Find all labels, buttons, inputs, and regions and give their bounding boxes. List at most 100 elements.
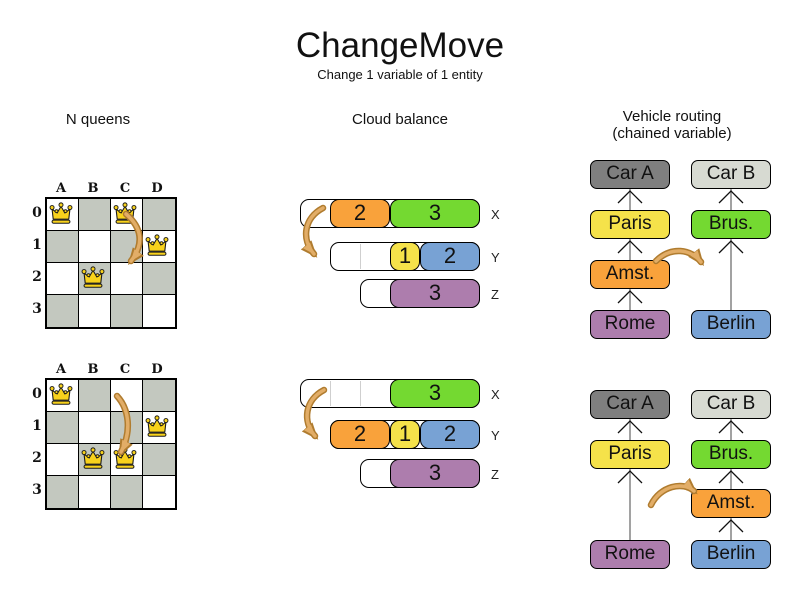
chain-arrowhead-chevron: [617, 470, 643, 484]
board-cell-C2: [111, 263, 143, 295]
board-column-label-D: D: [151, 181, 163, 196]
cloud-computer-label-X: X: [491, 387, 500, 402]
board-cell-B3: [79, 295, 111, 327]
vehicle-box-rome: Rome: [590, 310, 670, 339]
vehicle-box-carb: Car B: [691, 160, 771, 189]
board-cell-C1: [111, 231, 143, 263]
board-cell-B3: [79, 476, 111, 508]
vehicle-box-cara: Car A: [590, 160, 670, 189]
board-grid: [45, 378, 177, 510]
board-cell-D2: [143, 263, 175, 295]
board-column-label-A: A: [55, 362, 67, 377]
board-cell-D0: [143, 199, 175, 231]
section-label-vehicle-line2: (chained variable): [612, 125, 732, 142]
board-cell-A0: [47, 199, 79, 231]
board-cell-A3: [47, 295, 79, 327]
board-column-label-D: D: [151, 362, 163, 377]
board-cell-D3: [143, 295, 175, 327]
cloud-computer-label-Z: Z: [491, 287, 499, 302]
section-label-nqueens: N queens: [65, 111, 131, 128]
cloud-process-block: 2: [330, 199, 390, 228]
chain-arrowhead-chevron: [718, 190, 744, 204]
board-cell-A3: [47, 476, 79, 508]
board-cell-A0: [47, 380, 79, 412]
vehicle-box-berlin: Berlin: [691, 310, 771, 339]
queen-icon: [111, 446, 139, 470]
cloud-capacity-divider: [330, 381, 331, 406]
board-cell-D0: [143, 380, 175, 412]
chain-arrowhead-chevron: [617, 420, 643, 434]
board-cell-C3: [111, 476, 143, 508]
queen-crown: [81, 447, 105, 469]
board-cell-A2: [47, 263, 79, 295]
board-row-label-1: 1: [32, 418, 42, 434]
queen-crown: [81, 266, 105, 288]
board-row-label-2: 2: [32, 269, 42, 285]
queen-crown: [49, 383, 73, 405]
board-cell-D3: [143, 476, 175, 508]
section-label-cloud: Cloud balance: [352, 111, 448, 128]
cloud-computer-label-Y: Y: [491, 428, 500, 443]
vehicle-box-cara: Car A: [590, 390, 670, 419]
board-row-label-3: 3: [32, 482, 42, 498]
board-cell-C1: [111, 412, 143, 444]
board-row-label-0: 0: [32, 205, 42, 221]
queen-icon: [111, 201, 139, 225]
board-cell-C0: [111, 380, 143, 412]
vehicle-box-rome: Rome: [590, 540, 670, 569]
chain-arrowhead-chevron: [718, 470, 744, 484]
cloud-process-block: 3: [390, 459, 480, 488]
board-column-label-B: B: [87, 362, 99, 377]
cloud-capacity-divider: [360, 381, 361, 406]
queen-icon: [79, 265, 107, 289]
queen-crown: [49, 202, 73, 224]
queen-crown: [113, 202, 137, 224]
queen-crown: [145, 234, 169, 256]
chain-arrowhead-chevron: [617, 190, 643, 204]
queen-icon: [143, 233, 171, 257]
vehicle-box-amst: Amst.: [691, 489, 771, 518]
page-title: ChangeMove: [295, 26, 505, 65]
cloud-computer-label-Y: Y: [491, 250, 500, 265]
queen-icon: [143, 414, 171, 438]
cloud-process-block: 3: [390, 279, 480, 308]
vehicle-box-paris: Paris: [590, 440, 670, 469]
cloud-process-block: 2: [420, 420, 480, 449]
chain-arrowhead-chevron: [718, 519, 744, 533]
cloud-computer-label-Z: Z: [491, 467, 499, 482]
board-cell-A1: [47, 231, 79, 263]
section-label-vehicle: Vehicle routing (chained variable): [582, 108, 762, 142]
chain-arrowhead-chevron: [617, 290, 643, 304]
board-cell-B0: [79, 380, 111, 412]
cloud-process-block: 3: [390, 379, 480, 408]
board-cell-A1: [47, 412, 79, 444]
board-cell-C3: [111, 295, 143, 327]
board-row-label-0: 0: [32, 386, 42, 402]
cloud-process-block: 3: [390, 199, 480, 228]
cloud-process-block: 1: [390, 420, 420, 449]
queen-crown: [113, 447, 137, 469]
board-column-label-C: C: [119, 181, 131, 196]
board-cell-D1: [143, 231, 175, 263]
board-column-label-A: A: [55, 181, 67, 196]
board-grid: [45, 197, 177, 329]
board-cell-A2: [47, 444, 79, 476]
chain-arrowhead-chevron: [718, 240, 744, 254]
board-cell-B1: [79, 231, 111, 263]
vehicle-box-amst: Amst.: [590, 260, 670, 289]
cloud-process-block: 2: [330, 420, 390, 449]
chain-arrowhead-chevron: [718, 420, 744, 434]
queen-icon: [47, 382, 75, 406]
board-cell-C2: [111, 444, 143, 476]
page-subtitle: Change 1 variable of 1 entity: [317, 67, 483, 82]
section-label-vehicle-line1: Vehicle routing: [622, 108, 722, 125]
chain-arrowhead-chevron: [617, 240, 643, 254]
cloud-capacity-divider: [360, 244, 361, 269]
queen-icon: [47, 201, 75, 225]
cloud-process-block: 1: [390, 242, 420, 271]
queen-icon: [79, 446, 107, 470]
board-row-label-2: 2: [32, 450, 42, 466]
board-cell-D2: [143, 444, 175, 476]
board-cell-B1: [79, 412, 111, 444]
